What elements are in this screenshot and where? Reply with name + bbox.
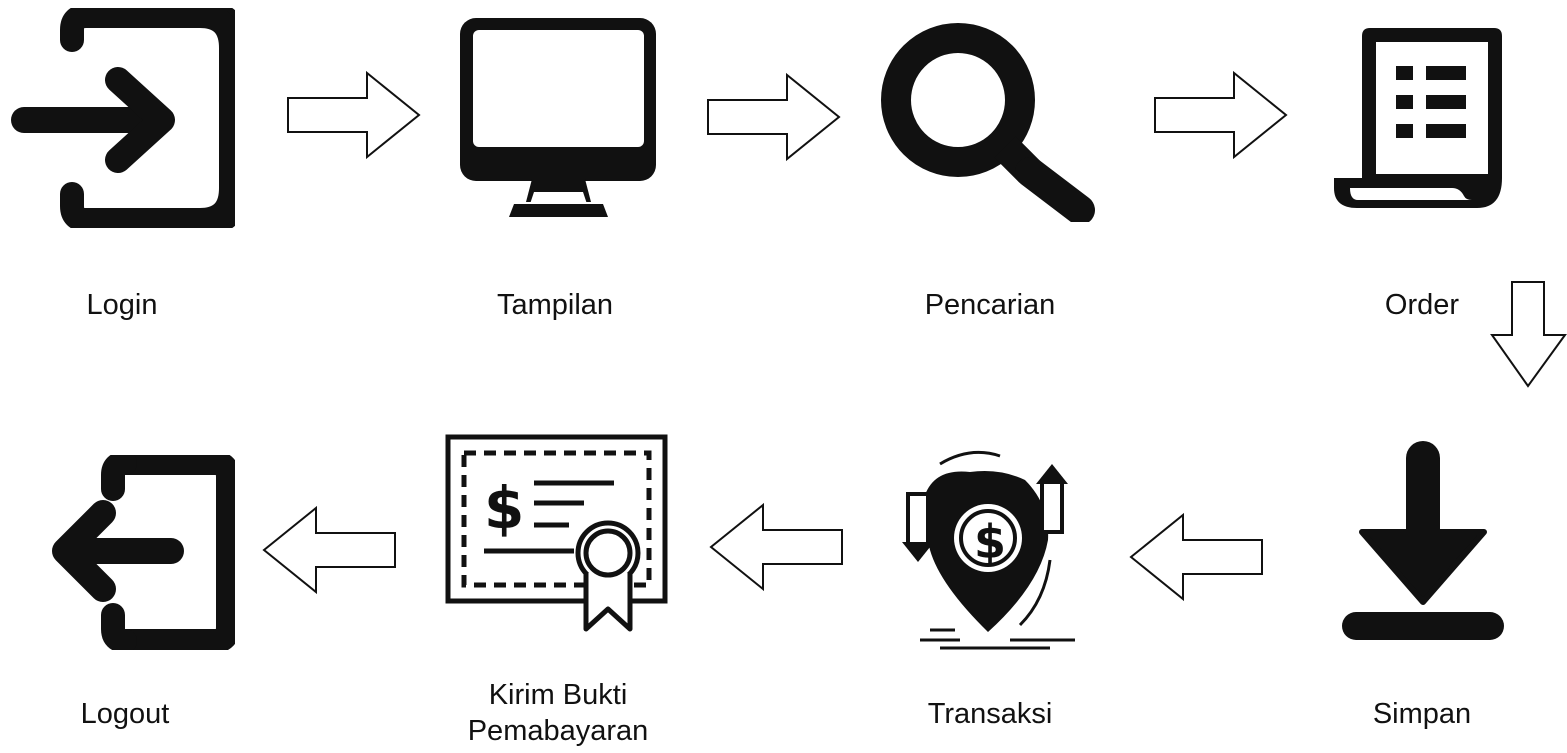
flow-arrow-left-2	[709, 502, 843, 592]
monitor-icon	[460, 18, 656, 217]
payment-certificate-icon: $	[445, 434, 668, 632]
magnifier-icon	[881, 23, 1095, 222]
svg-text:$: $	[484, 474, 524, 542]
flow-arrow-left-3	[262, 505, 396, 595]
logout-icon	[52, 455, 235, 650]
step-label-order: Order	[1384, 289, 1460, 321]
svg-text:$: $	[974, 515, 1006, 569]
flow-arrow-right-2	[707, 72, 841, 162]
flow-arrow-down	[1490, 281, 1567, 388]
order-list-icon	[1334, 28, 1502, 208]
money-transaction-icon: $	[902, 450, 1075, 650]
step-label-login: Login	[86, 289, 158, 321]
step-label-tampilan: Tampilan	[496, 289, 614, 321]
flow-arrow-right-3	[1154, 70, 1288, 160]
download-icon	[1342, 441, 1504, 640]
step-label-kirim-line1: Kirim Bukti	[488, 679, 628, 711]
step-label-logout: Logout	[80, 698, 170, 730]
step-label-transaksi: Transaksi	[927, 698, 1053, 730]
flow-arrow-left-1	[1129, 512, 1263, 602]
flow-arrow-right-1	[287, 70, 421, 160]
step-label-pencarian: Pencarian	[924, 289, 1056, 321]
login-icon	[11, 8, 235, 228]
step-label-kirim-line2: Pemabayaran	[467, 715, 649, 747]
step-label-simpan: Simpan	[1372, 698, 1472, 730]
